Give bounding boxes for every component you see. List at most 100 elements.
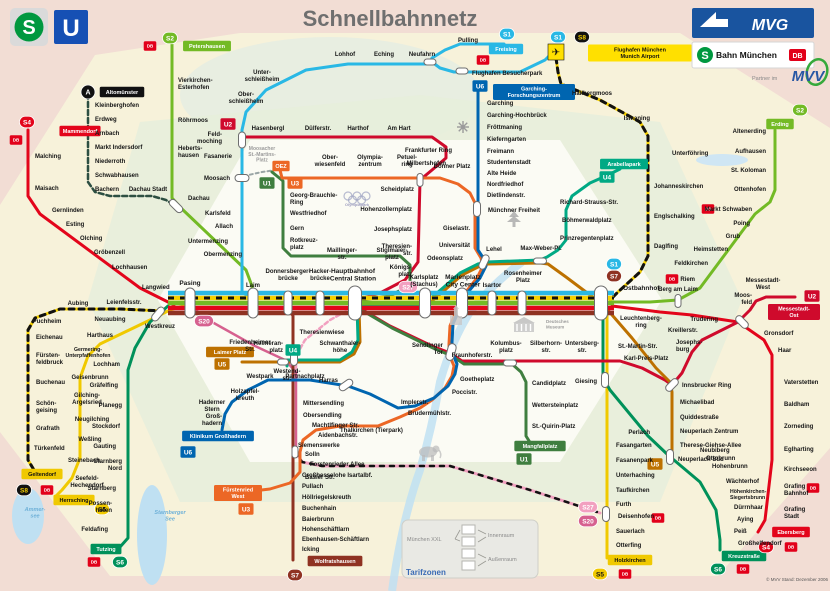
terminus-box: DB [651, 513, 665, 523]
station-label: Eglharting [784, 447, 814, 453]
station-label: Neuaubing [95, 317, 126, 323]
interchange-marker [277, 358, 289, 366]
legend-zone-box [461, 536, 476, 547]
terminus-box: U4 [599, 171, 615, 183]
interchange-marker [348, 285, 362, 321]
svg-text:S8: S8 [20, 487, 28, 494]
ammersee-lake [12, 488, 44, 544]
svg-text:S2: S2 [796, 107, 804, 114]
station-label: Harthof [347, 126, 369, 132]
interchange-marker [594, 285, 608, 321]
station-label: Dachau Stadt [129, 187, 167, 193]
interchange-marker [238, 131, 246, 149]
svg-text:Herrsching: Herrsching [59, 498, 88, 504]
line-badge: S5 [94, 502, 110, 516]
station-label: Giesing [575, 379, 597, 385]
landmark-icons-layer: ✈ [343, 43, 565, 461]
station-label: Neufahrn [409, 52, 436, 58]
svg-text:U3: U3 [291, 180, 300, 187]
station-label: Max-Weber-Pl. [520, 246, 562, 252]
terminus-box: U3 [238, 503, 254, 515]
interchange-marker [735, 315, 749, 329]
station-label: Wächterhof [726, 479, 760, 485]
terminus-box: Klinikum Großhadern [182, 430, 254, 442]
line-badge: S6 [710, 562, 726, 576]
station-label: Planegg [99, 403, 123, 409]
station-label: Vaterstetten [784, 380, 819, 386]
line-badge: S7 [606, 269, 622, 283]
bahn-s-icon [697, 47, 713, 63]
terminus-box: Ebersberg [772, 526, 810, 538]
station-label: Fasanerie [204, 154, 233, 160]
station-label: St. Koloman [731, 168, 766, 174]
interchange-marker [315, 290, 325, 316]
station-label: Johanneskirchen [654, 184, 704, 190]
station-label: Peiß [734, 529, 747, 535]
station-label: Hasenbergl [252, 126, 285, 132]
svg-text:S1: S1 [503, 31, 511, 38]
station-label: Therese-Giehse-Allee [680, 443, 742, 449]
station-label: Poing [733, 221, 750, 227]
svg-text:U2: U2 [224, 121, 233, 128]
svg-text:U4: U4 [289, 347, 298, 354]
station-label: Neuperlach Süd [678, 457, 724, 463]
station-label: Untermenzing [188, 239, 228, 245]
station-label: Theresienwiese [300, 330, 345, 336]
svg-text:DB: DB [480, 58, 487, 63]
station-markers-layer [151, 58, 749, 522]
star-icon [457, 121, 469, 133]
svg-text:✈: ✈ [552, 48, 560, 59]
station-label: Starnberg [88, 486, 117, 492]
terminus-box: Holzkirchen [607, 554, 653, 566]
interchange-marker [503, 359, 517, 367]
legend-zone-box [461, 548, 476, 559]
line-badge: S20 [578, 514, 598, 528]
station-label: Maisach [35, 186, 59, 192]
line-badge: S6 [112, 555, 128, 569]
station-label: Obersendling [303, 413, 342, 419]
legend-innenraum: Innenraum [488, 533, 515, 539]
station-label: Riem [680, 277, 695, 283]
svg-text:Altomünster: Altomünster [106, 90, 139, 96]
line-badge: S7 [287, 568, 303, 582]
station-label: Freimann [487, 149, 514, 155]
station-label: Scheidplatz [381, 187, 414, 193]
terminus-box: DB [736, 564, 750, 574]
station-label: Königs-platz [390, 265, 412, 278]
station-label: Obermenzing [204, 252, 243, 258]
station-label: Josephs-burg [676, 340, 702, 353]
station-label: Maillinger-str. [327, 248, 357, 261]
svg-text:S6: S6 [116, 559, 124, 566]
station-label: Kieferngarten [487, 137, 526, 143]
station-label: Dülferstr. [305, 126, 332, 132]
svg-text:Tutzing: Tutzing [96, 547, 115, 553]
station-label: Giselastr. [443, 226, 470, 232]
station-label: Lohhof [335, 52, 356, 58]
terminus-box: DB [476, 55, 490, 65]
station-label: Böhmerwaldplatz [562, 218, 612, 224]
station-label: Harthaus [87, 333, 114, 339]
station-label: Perlach [628, 430, 650, 436]
interchange-marker [473, 201, 481, 217]
station-label: Gronsdorf [764, 331, 794, 337]
line-badge: S20 [194, 314, 214, 328]
interchange-marker [338, 378, 354, 392]
line-badge: S27 [398, 280, 418, 294]
svg-text:DB: DB [740, 567, 747, 572]
svg-text:S5: S5 [596, 571, 604, 578]
station-label: Aubing [68, 301, 89, 307]
svg-text:S6: S6 [714, 566, 722, 573]
station-label: Esting [66, 222, 85, 228]
svg-text:Arabellapark: Arabellapark [607, 162, 641, 168]
station-label: Gernlinden [52, 208, 84, 214]
terminus-box: Messestadt-Ost [768, 304, 820, 320]
station-label: Buchenhain [302, 506, 337, 512]
station-label: Alte Heide [487, 171, 517, 177]
station-label: Machtlfinger Str. [312, 423, 359, 429]
station-label: Baldham [784, 402, 809, 408]
